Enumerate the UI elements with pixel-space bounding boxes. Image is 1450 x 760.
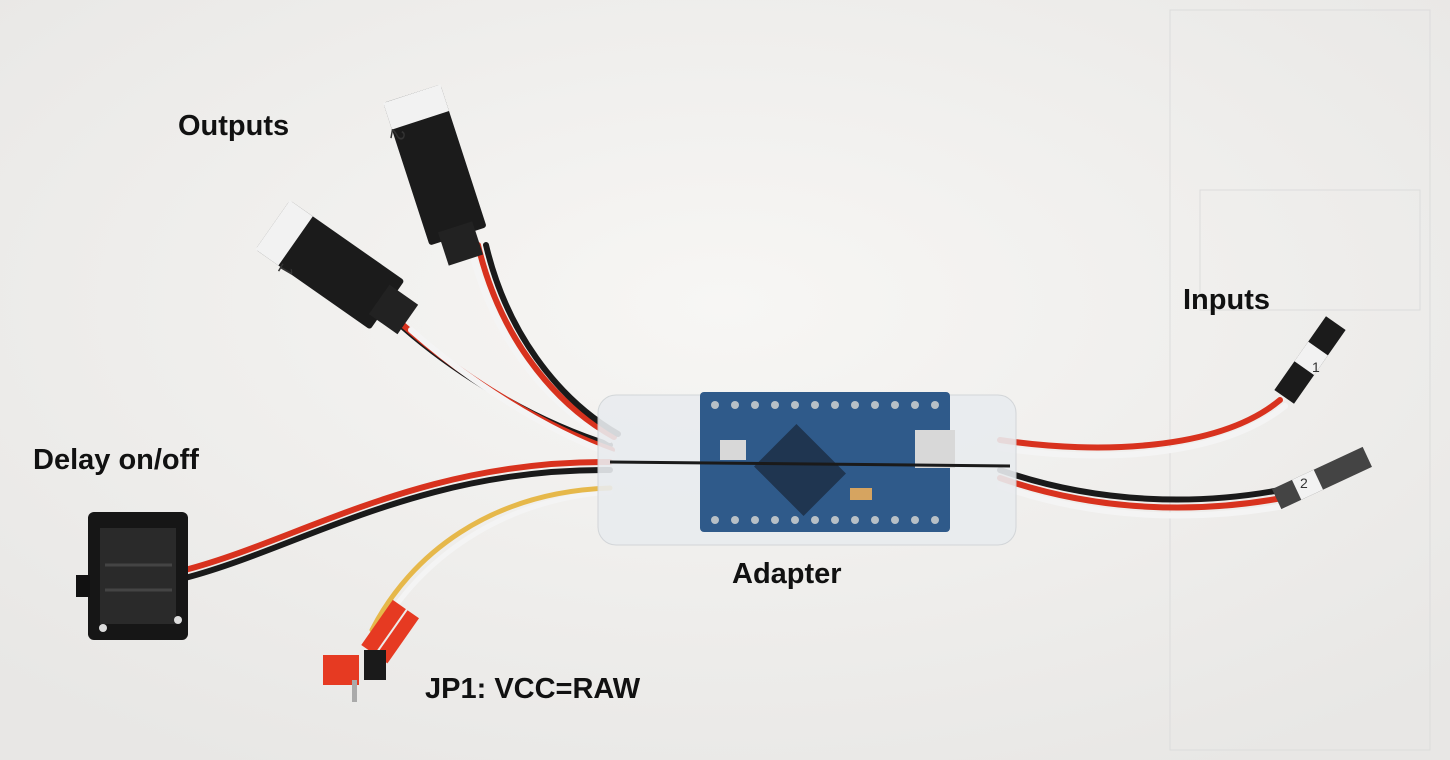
output-2-number: 2: [385, 127, 409, 142]
background-paper-lines: [1169, 9, 1431, 751]
input-connector-2: [1272, 446, 1372, 510]
input-1-number: 1: [1312, 359, 1320, 375]
adapter-label: Adapter: [732, 558, 842, 590]
output-1-cable: [392, 317, 617, 458]
delay-switch-label: Delay on/off: [33, 444, 199, 476]
outputs-label: Outputs: [178, 110, 290, 142]
switch-cable: [182, 458, 613, 581]
input-cables: [997, 397, 1288, 519]
output-connector-1: [255, 200, 419, 335]
delay-switch: [76, 512, 188, 640]
inputs-label: Inputs: [1183, 284, 1270, 316]
adapter-board: [597, 392, 1017, 546]
jumper-label: JP1: VCC=RAW: [425, 673, 641, 705]
output-connector-2: [383, 84, 486, 266]
input-connector-1: [1274, 316, 1346, 404]
jp1-jumper: [323, 599, 419, 702]
input-2-number: 2: [1300, 475, 1308, 491]
output-2-cable: [467, 242, 621, 443]
